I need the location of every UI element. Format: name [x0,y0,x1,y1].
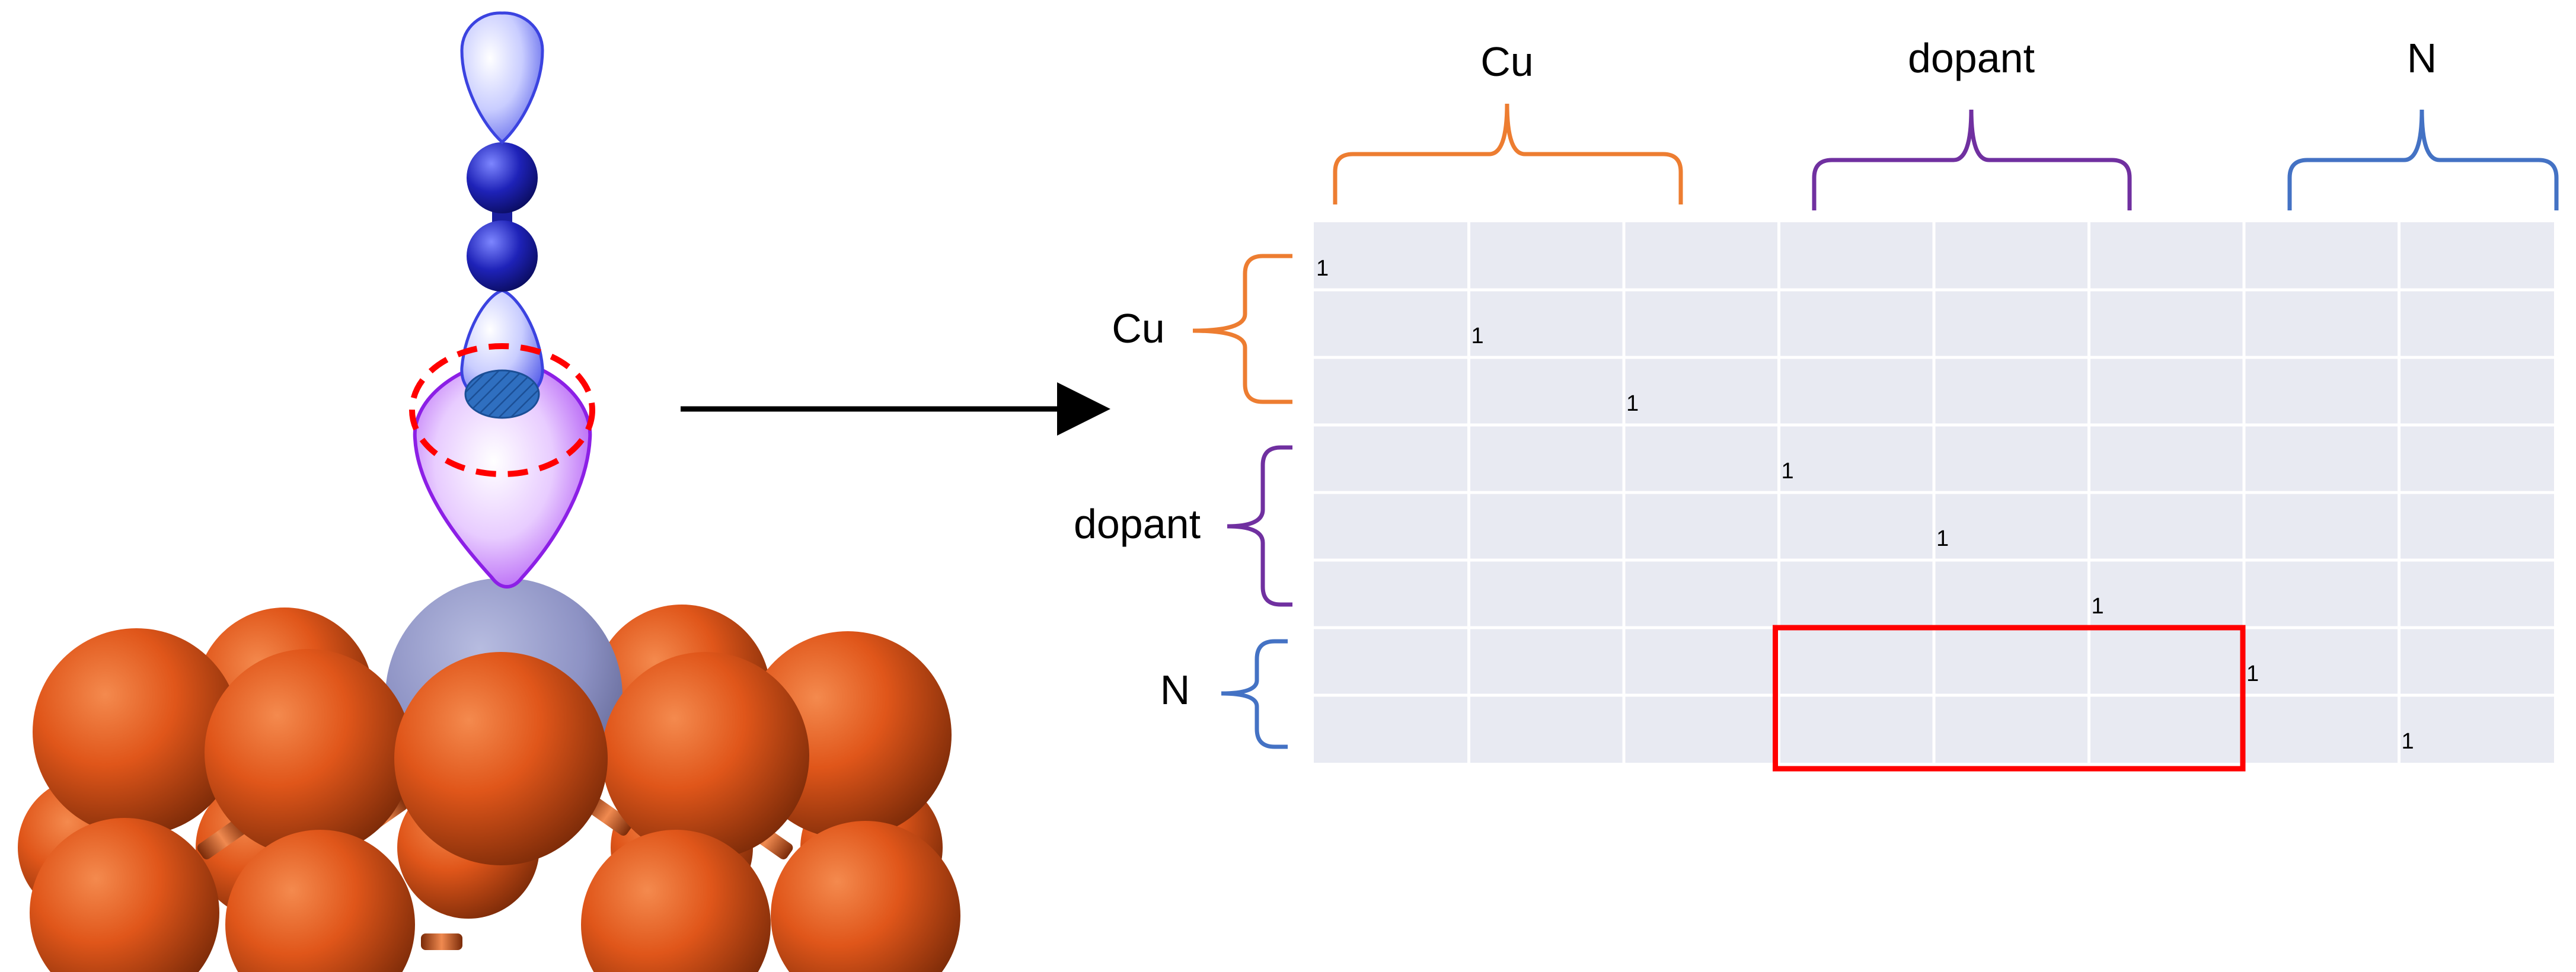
column-brace-n [2287,109,2559,210]
row-group-dopant: dopant [1074,445,1292,607]
n-atom-lower [467,220,538,292]
bond [197,818,248,859]
cu-atom [33,628,240,836]
row-brace-cu [1192,254,1292,404]
row-brace-dopant [1227,445,1292,607]
highlight-box [1773,625,2246,772]
column-group-cu: Cu [1333,39,1683,204]
upper-lobe [460,11,544,145]
row-label-dopant: dopant [1074,501,1201,547]
selection-ring [409,343,595,477]
diagonal-entry: 1 [1471,324,1484,348]
column-label-n: N [2407,35,2437,81]
column-group-n: N [2287,35,2559,210]
diagonal-entry: 1 [2246,661,2259,686]
molecule-illustration [18,11,960,972]
bond [421,933,462,950]
column-group-dopant: dopant [1812,35,2132,210]
row-group-n: N [1160,639,1288,749]
column-label-dopant: dopant [1908,35,2035,81]
cu-atom [602,652,809,859]
diagonal-entry: 1 [2092,594,2104,619]
cu-atom [581,830,771,972]
diagonal-entry: 1 [1936,526,1949,551]
row-brace-n [1221,639,1288,749]
cu-atom [205,649,412,856]
cu-atom [394,652,608,865]
column-label-cu: Cu [1480,39,1533,85]
diagonal-entry: 1 [2402,729,2414,754]
cu-atom [771,821,960,972]
column-brace-cu [1333,103,1683,204]
row-label-cu: Cu [1112,305,1164,351]
row-group-cu: Cu [1112,254,1292,404]
column-brace-dopant [1812,109,2132,210]
adsorbate-orbital [413,356,592,589]
cu-slab [18,578,960,972]
matrix-diagram: Cu dopant N Cu dopant N 1 1 1 1 1 1 1 1 [1074,35,2559,772]
diagonal-entry: 1 [1782,459,1794,484]
selected-site [464,369,540,419]
diagonal-entry: 1 [1316,256,1329,281]
row-label-n: N [1160,667,1190,713]
diagonal-entry: 1 [1626,391,1639,416]
matrix-grid: 1 1 1 1 1 1 1 1 [1314,222,2554,763]
n-atom-upper [467,142,538,213]
cu-atom [225,830,415,972]
cu-atom [30,818,219,972]
